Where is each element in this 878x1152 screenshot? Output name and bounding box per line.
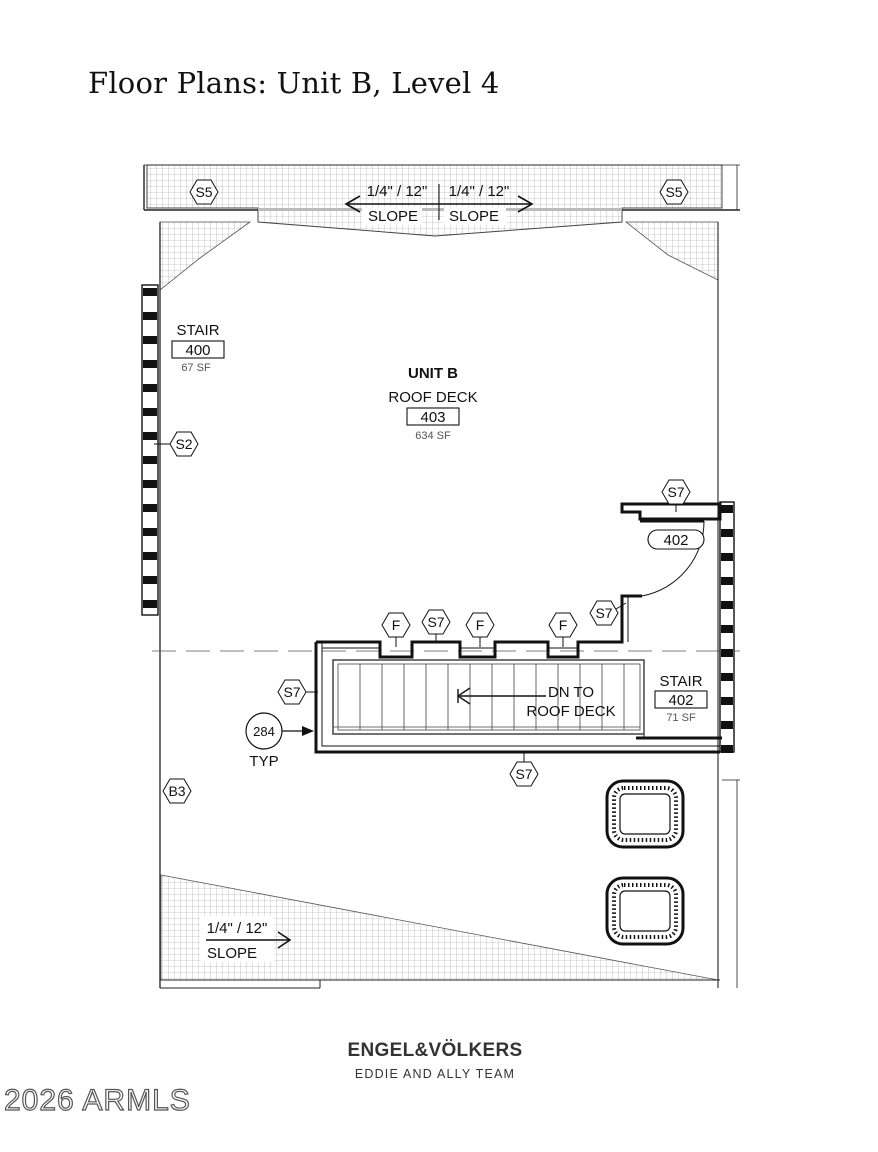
room-unit: UNIT B	[408, 365, 458, 382]
svg-text:F: F	[476, 617, 485, 633]
wall-tag-s2: S2	[154, 431, 199, 457]
wall-tag-s7-stair-top: S7	[421, 609, 451, 642]
room-number: 403	[420, 409, 445, 426]
svg-text:S7: S7	[427, 614, 444, 630]
wall-block	[143, 336, 157, 344]
wall-block	[721, 529, 733, 537]
west-stair-wall	[141, 284, 159, 616]
wall-block	[721, 721, 733, 729]
brand-name: ENGEL&VÖLKERS	[347, 1040, 523, 1061]
wall-tag-f-2: F	[465, 612, 495, 647]
wall-block	[143, 504, 157, 512]
slope-ratio-top-right: 1/4" / 12"	[449, 183, 510, 200]
wall-block	[721, 697, 733, 705]
room-name: ROOF DECK	[388, 389, 477, 406]
wall-block	[143, 288, 157, 296]
stair-treads	[332, 659, 645, 735]
slope-label-top-right: SLOPE	[449, 208, 499, 225]
wall-block	[143, 576, 157, 584]
wall-block	[143, 600, 157, 608]
wall-block	[721, 673, 733, 681]
wall-tag-s7-door: S7	[661, 479, 691, 512]
room-area: 67 SF	[181, 362, 211, 374]
wall-tag-b3: B3	[162, 778, 192, 804]
room-name: STAIR	[176, 322, 219, 339]
detail-callout-number: 284	[253, 724, 275, 739]
svg-text:S7: S7	[667, 484, 684, 500]
room-roof-deck-403: UNIT B ROOF DECK 403 634 SF	[388, 365, 477, 442]
wall-tag-s7-stair-left: S7	[277, 679, 318, 705]
brokerage-logo: ENGEL&VÖLKERS EDDIE AND ALLY TEAM	[330, 1040, 540, 1081]
building-outline	[143, 164, 740, 989]
wall-tag-f-1: F	[381, 612, 411, 647]
wall-block	[721, 601, 733, 609]
wall-block	[721, 745, 733, 753]
wall-block	[143, 408, 157, 416]
copyright-watermark: 2026 ARMLS	[3, 1083, 191, 1117]
wall-tag-s7-stair-corner: S7	[589, 600, 627, 626]
wall-block	[143, 432, 157, 440]
planter-box-upper	[605, 779, 685, 849]
detail-callout-note: TYP	[249, 753, 278, 770]
stair-direction-line1: DN TO	[548, 684, 594, 701]
wall-tag-s5-left: S5	[189, 179, 219, 205]
wall-block	[143, 384, 157, 392]
slope-label-bottom: SLOPE	[207, 945, 257, 962]
brand-team: EDDIE AND ALLY TEAM	[354, 1067, 516, 1081]
stair-direction-arrow	[456, 687, 546, 705]
wall-block	[143, 480, 157, 488]
wall-block	[721, 649, 733, 657]
room-name: STAIR	[659, 673, 702, 690]
door-tag: 402	[647, 529, 705, 550]
door-402	[620, 502, 722, 597]
svg-text:S5: S5	[195, 184, 212, 200]
east-stair-wall	[719, 501, 735, 753]
room-number: 402	[668, 692, 693, 709]
svg-text:B3: B3	[168, 783, 185, 799]
svg-text:S7: S7	[595, 605, 612, 621]
planter-box-lower	[605, 876, 685, 946]
svg-text:S7: S7	[515, 766, 532, 782]
detail-callout: 284 TYP	[245, 712, 314, 770]
slope-arrows-top	[344, 184, 534, 220]
wall-block	[143, 312, 157, 320]
wall-block	[143, 528, 157, 536]
door-tag-number: 402	[663, 532, 688, 549]
svg-text:S2: S2	[175, 436, 192, 452]
stair-direction-line2: ROOF DECK	[526, 703, 615, 720]
wall-block	[721, 553, 733, 561]
wall-block	[143, 456, 157, 464]
room-number: 400	[185, 342, 210, 359]
wall-block	[143, 360, 157, 368]
page-title: Floor Plans: Unit B, Level 4	[88, 66, 500, 100]
slope-ratio-bottom: 1/4" / 12"	[207, 920, 268, 937]
svg-text:F: F	[392, 617, 401, 633]
wall-block	[143, 552, 157, 560]
svg-text:S7: S7	[283, 684, 300, 700]
svg-text:S5: S5	[665, 184, 682, 200]
slope-label-top-left: SLOPE	[368, 208, 418, 225]
room-stair-402: STAIR 402 71 SF	[654, 673, 708, 724]
wall-tag-f-3: F	[548, 612, 578, 647]
wall-block	[721, 625, 733, 633]
slope-ratio-top-left: 1/4" / 12"	[367, 183, 428, 200]
wall-tag-s7-stair-bottom: S7	[509, 752, 539, 787]
slope-arrow-bottom	[206, 931, 292, 949]
wall-tag-s5-right: S5	[659, 179, 689, 205]
wall-block	[721, 577, 733, 585]
room-stair-400: STAIR 400 67 SF	[171, 322, 225, 374]
room-area: 71 SF	[666, 712, 696, 724]
room-area: 634 SF	[415, 430, 451, 442]
wall-block	[721, 505, 733, 513]
hatched-parapet-top	[146, 164, 723, 291]
svg-text:F: F	[559, 617, 568, 633]
